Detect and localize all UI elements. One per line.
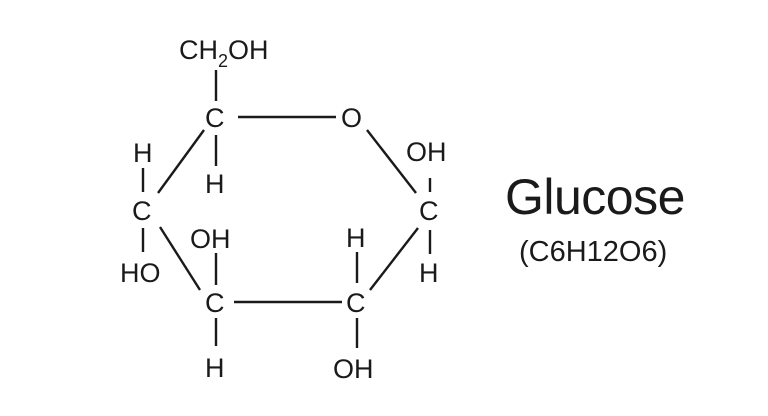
atom-c2-h: H bbox=[346, 223, 366, 253]
atom-c3-h: H bbox=[205, 353, 225, 383]
atom-c5: C bbox=[205, 103, 225, 133]
glucose-structure-diagram: CH2OH C O C C C C H H HO OH H H OH OH H bbox=[120, 35, 447, 384]
atom-c4-ho: HO bbox=[120, 258, 161, 288]
ch2oh-group: CH2OH bbox=[179, 35, 269, 71]
atom-c1-oh: OH bbox=[406, 137, 447, 167]
atom-c4: C bbox=[132, 196, 152, 226]
atom-ring-oxygen: O bbox=[341, 103, 362, 133]
compound-name: Glucose bbox=[505, 169, 685, 225]
atom-c4-h: H bbox=[133, 138, 153, 168]
compound-formula: (C6H12O6) bbox=[519, 236, 668, 268]
atom-c1-h: H bbox=[419, 258, 439, 288]
ch2oh-prefix: CH bbox=[179, 35, 218, 65]
bond-c1-c2 bbox=[369, 227, 419, 291]
atom-c2-oh: OH bbox=[333, 354, 374, 384]
ch2oh-subscript: 2 bbox=[218, 51, 228, 71]
atom-c5-h: H bbox=[205, 169, 225, 199]
atom-c3-oh: OH bbox=[190, 224, 231, 254]
atom-c2: C bbox=[346, 288, 366, 318]
bond-o-c1 bbox=[366, 129, 417, 194]
bond-c4-c5 bbox=[157, 129, 205, 194]
atom-c3: C bbox=[205, 288, 225, 318]
ch2oh-suffix: OH bbox=[228, 35, 269, 65]
bond-c3-c4 bbox=[158, 226, 202, 291]
atom-c1: C bbox=[419, 196, 439, 226]
